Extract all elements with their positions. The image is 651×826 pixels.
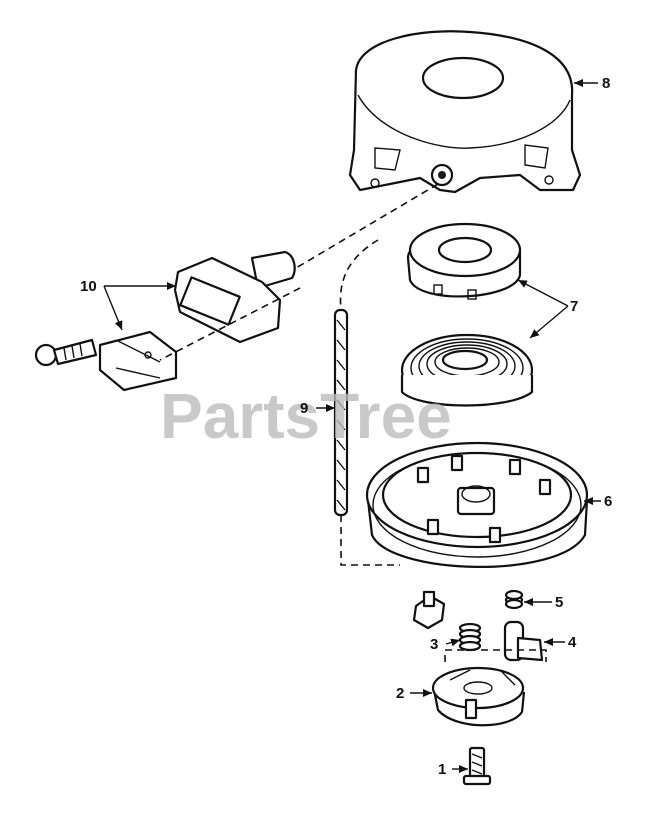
callout-10: 10 [80,278,97,295]
rope-path [159,183,439,566]
callout-7: 7 [570,298,578,315]
pawl-retainer[interactable] [431,666,526,727]
spring-cup[interactable] [406,222,522,300]
leader-lines [103,79,601,773]
callout-1: 1 [438,761,446,778]
assembly-bracket [444,649,547,662]
retainer-spring[interactable] [458,622,482,652]
callout-5: 5 [555,594,563,611]
pulley-screw[interactable] [412,590,446,630]
callout-6: 6 [604,493,612,510]
center-screw[interactable] [462,746,492,786]
callout-3: 3 [430,636,438,653]
watermark: PartsTree [160,380,452,452]
callout-2: 2 [396,685,404,702]
pawl[interactable] [503,620,544,662]
callout-9: 9 [300,400,308,417]
handle-insert[interactable] [98,330,178,392]
pulley[interactable] [365,441,589,568]
handle-bolt[interactable] [34,338,98,367]
callout-4: 4 [568,634,577,651]
callout-8: 8 [602,75,610,92]
starter-handle[interactable] [173,250,296,344]
starter-housing[interactable] [348,30,582,194]
small-spring[interactable] [504,589,524,610]
recoil-spring[interactable] [400,333,534,407]
